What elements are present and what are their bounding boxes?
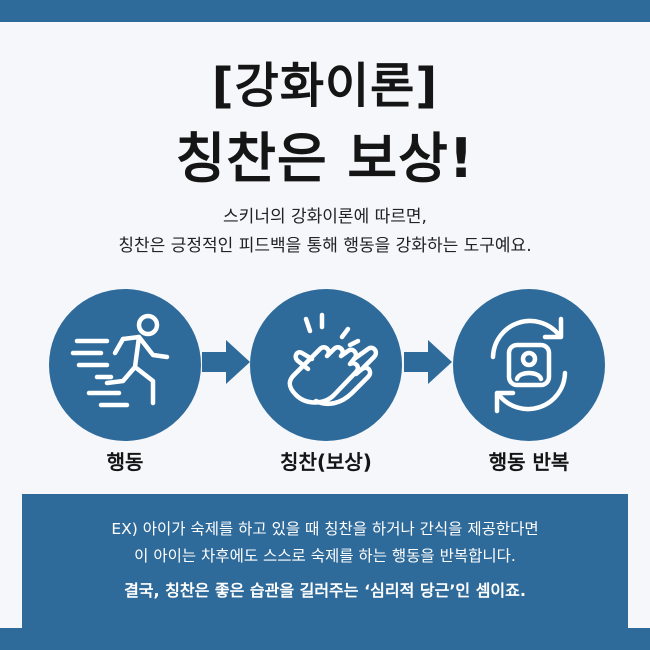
step-label-praise: 칭찬(보상) bbox=[280, 450, 372, 474]
example-box: EX) 아이가 숙제를 하고 있을 때 칭찬을 하거나 간식을 제공한다면 이 … bbox=[22, 494, 628, 628]
running-person-icon bbox=[70, 313, 170, 408]
step-label-behavior: 행동 bbox=[106, 450, 144, 474]
description-line1: 스키너의 강화이론에 따르면, bbox=[223, 207, 427, 227]
step-repeat-circle bbox=[453, 289, 605, 441]
arrow-right-icon bbox=[202, 340, 250, 384]
description-line2: 칭찬은 긍정적인 피드백을 통해 행동을 강화하는 도구예요. bbox=[118, 236, 532, 256]
example-line1: EX) 아이가 숙제를 하고 있을 때 칭찬을 하거나 간식을 제공한다면 bbox=[111, 520, 539, 538]
step-label-repeat: 행동 반복 bbox=[488, 450, 570, 474]
repeat-user-icon bbox=[490, 316, 568, 414]
step-behavior-circle bbox=[49, 289, 201, 441]
example-conclusion: 결국, 칭찬은 좋은 습관을 길러주는 ‘심리적 당근’인 셈이죠. bbox=[124, 581, 526, 600]
bottom-band bbox=[0, 628, 650, 650]
page-title-line1: [강화이론] bbox=[211, 58, 439, 114]
top-band bbox=[0, 0, 650, 22]
clapping-hands-icon bbox=[287, 312, 379, 406]
arrow-right-icon bbox=[404, 340, 452, 384]
example-line2: 이 아이는 차후에도 스스로 숙제를 하는 행동을 반복합니다. bbox=[134, 547, 516, 565]
page-title-line2: 칭찬은 보상! bbox=[175, 127, 475, 190]
step-praise-circle bbox=[250, 289, 402, 441]
